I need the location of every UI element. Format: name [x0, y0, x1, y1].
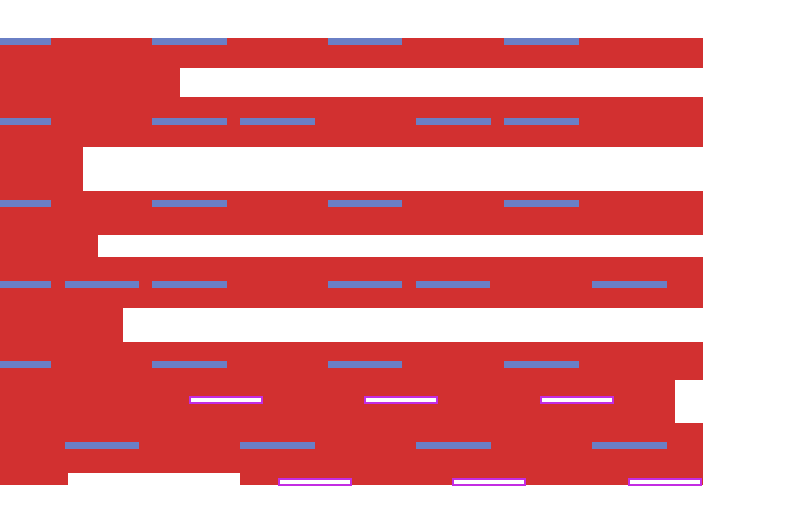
blue-dash [504, 361, 579, 368]
red-block [0, 68, 180, 97]
blue-dash [240, 442, 315, 449]
blue-dash [328, 361, 402, 368]
blue-dash [0, 118, 51, 125]
blue-dash [504, 38, 579, 45]
red-block [0, 191, 703, 235]
white-notch [675, 380, 703, 423]
red-block [0, 97, 703, 147]
blue-dash [328, 38, 402, 45]
blue-dash [416, 118, 491, 125]
blue-dash [592, 442, 667, 449]
blue-dash [152, 281, 227, 288]
blue-dash [0, 200, 51, 207]
blue-dash [152, 361, 227, 368]
blue-dash [152, 200, 227, 207]
blue-dash [416, 281, 490, 288]
blue-dash [0, 38, 51, 45]
blue-dash [152, 118, 227, 125]
outlined-dash [540, 396, 614, 404]
blue-dash [240, 118, 315, 125]
outlined-dash [278, 478, 352, 486]
blue-dash [504, 118, 579, 125]
blue-dash [152, 38, 227, 45]
blue-dash [504, 200, 579, 207]
blue-dash [0, 361, 51, 368]
red-block [0, 235, 98, 257]
blue-dash [328, 281, 402, 288]
outlined-dash [364, 396, 438, 404]
outlined-dash [628, 478, 702, 486]
outlined-dash [452, 478, 526, 486]
blue-dash [65, 281, 139, 288]
red-block [0, 308, 123, 342]
red-block [0, 473, 68, 485]
blue-dash [0, 281, 51, 288]
outlined-dash [189, 396, 263, 404]
red-block [0, 147, 83, 191]
blue-dash [592, 281, 667, 288]
blue-dash [416, 442, 491, 449]
blue-dash [328, 200, 402, 207]
blue-dash [65, 442, 139, 449]
